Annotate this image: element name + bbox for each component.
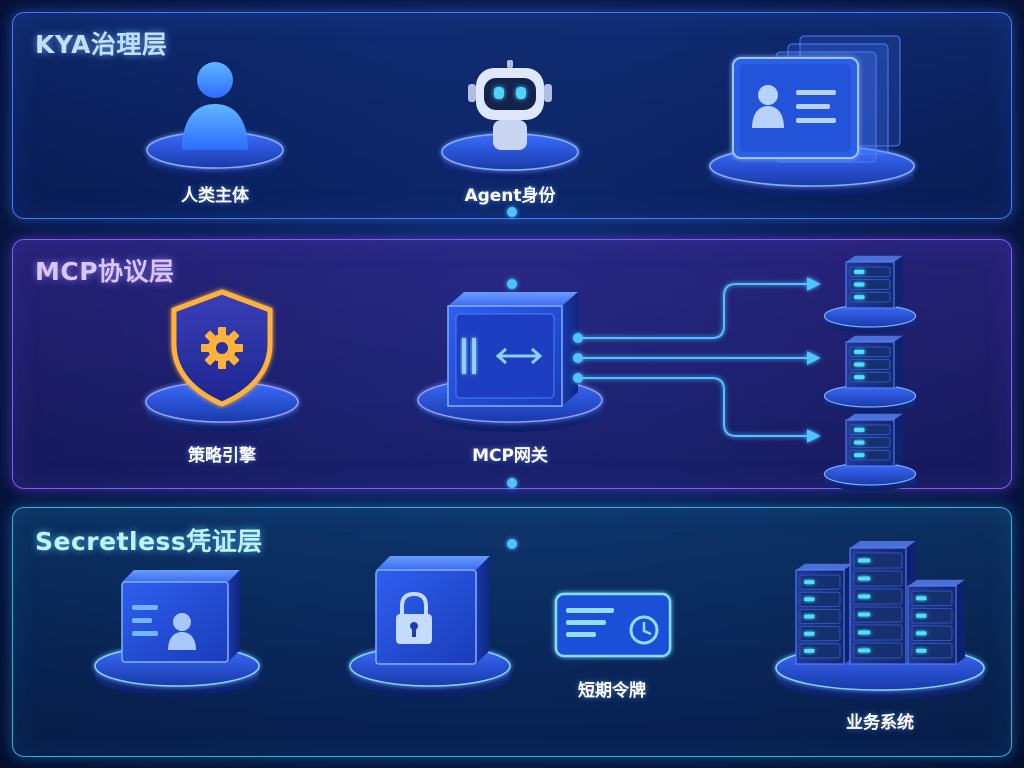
gateway-fanout <box>573 277 821 443</box>
server-icon <box>823 255 917 333</box>
kya-layer-title: KYA治理层 <box>35 30 168 59</box>
short-term-token-label: 短期令牌 <box>578 681 646 701</box>
mcp-server-group <box>823 255 917 491</box>
agent-platform <box>441 133 579 180</box>
shield-gear-icon <box>171 289 273 407</box>
connector-kya-mcp <box>507 207 517 289</box>
server-icon <box>823 413 917 491</box>
human-subject-label: 人类主体 <box>181 186 249 206</box>
gateway-cube-icon <box>447 292 578 407</box>
connector-mcp-secretless <box>507 478 517 549</box>
agent-identity-label: Agent身份 <box>464 186 556 206</box>
mcp-gateway-label: MCP网关 <box>472 446 548 466</box>
business-server-group <box>795 541 965 665</box>
server-icon <box>795 563 853 665</box>
server-icon <box>849 541 916 665</box>
business-system-label: 业务系统 <box>846 713 914 733</box>
person-icon <box>182 62 248 150</box>
credential-card-icon <box>121 570 240 663</box>
lock-icon <box>375 556 490 665</box>
server-icon <box>823 335 917 413</box>
id-card-icon <box>732 35 901 163</box>
server-icon <box>907 579 965 665</box>
secretless-layer-title: Secretless凭证层 <box>35 527 263 556</box>
robot-icon <box>468 60 552 150</box>
mcp-layer-title: MCP协议层 <box>35 257 175 286</box>
token-clock-icon <box>554 592 672 658</box>
policy-engine-label: 策略引擎 <box>188 446 256 466</box>
